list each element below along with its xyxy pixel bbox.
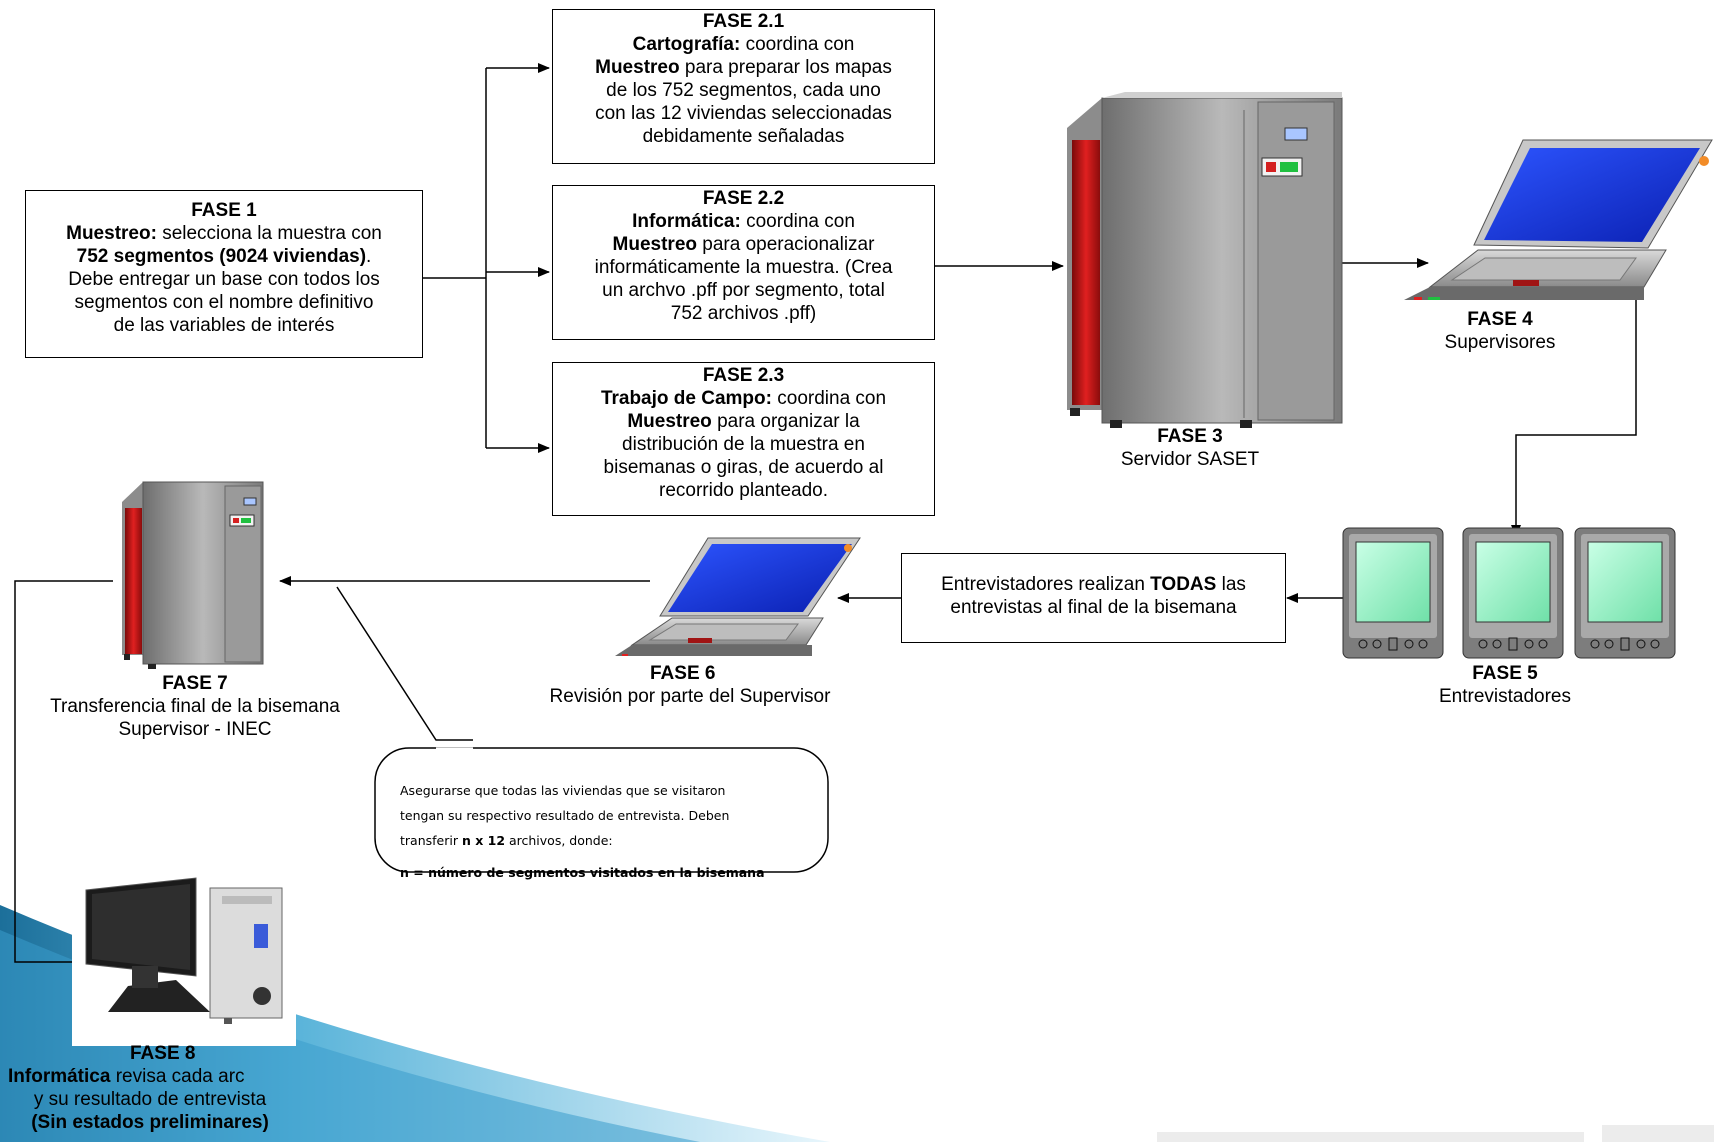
fase21-title: FASE 2.1 — [702, 11, 785, 32]
entrevistas-box: Entrevistadores realizan TODAS las entre… — [901, 553, 1286, 643]
fase7-caption: FASE 7 Transferencia final de la biseman… — [15, 672, 375, 741]
fase1-title: FASE 1 — [191, 200, 257, 221]
fase3-title: FASE 3 — [1157, 426, 1223, 447]
entrevistas-l2: entrevistas al final de la bisemana — [950, 597, 1237, 618]
fase1-l1: selecciona la muestra con — [156, 223, 382, 244]
fase1-l3: Debe entregar un base con todos los — [68, 269, 380, 290]
laptop-revision-icon — [615, 537, 861, 656]
callout-l1: Asegurarse que todas las viviendas que s… — [400, 783, 726, 798]
fase8-title: FASE 8 — [130, 1043, 196, 1064]
decorative-swoosh — [0, 905, 830, 1142]
fase22-l5: 752 archivos .pff) — [670, 303, 817, 324]
fase1-l4: segmentos con el nombre definitivo — [74, 292, 374, 313]
fase21-l2: para preparar los mapas — [679, 57, 892, 78]
footer-bar-right — [1602, 1125, 1714, 1142]
fase5-sub: Entrevistadores — [1438, 686, 1571, 707]
fase5-title: FASE 5 — [1472, 663, 1538, 684]
fase23-l5: recorrido planteado. — [659, 480, 828, 501]
fase4-title: FASE 4 — [1467, 309, 1533, 330]
fase22-l2-bold: Muestreo — [612, 234, 697, 255]
fase22-title: FASE 2.2 — [702, 188, 785, 209]
fase21-l1: coordina con — [740, 34, 855, 55]
callout-bubble — [374, 747, 829, 873]
fase7-l1: Transferencia final de la bisemana — [50, 696, 340, 717]
footer-bar-left — [1157, 1132, 1584, 1142]
fase23-title: FASE 2.3 — [702, 365, 785, 386]
fase1-l2-bold: 752 segmentos (9024 viviendas) — [76, 246, 367, 267]
fase22-l1-bold: Informática: — [632, 211, 741, 232]
fase8-l1-bold: Informática — [8, 1066, 111, 1087]
fase21-l1-bold: Cartografía: — [632, 34, 741, 55]
callout-l3b: n x 12 — [461, 833, 506, 848]
connectors — [14, 63, 1637, 963]
fase8-l1: revisa cada arc — [110, 1066, 245, 1087]
entrevistas-l1-end: las — [1216, 574, 1246, 595]
fase23-box: FASE 2.3 Trabajo de Campo: coordina con … — [552, 362, 935, 516]
fase22-box: FASE 2.2 Informática: coordina con Muest… — [552, 185, 935, 340]
fase4-caption: FASE 4 Supervisores — [1400, 308, 1600, 354]
entrevistas-l1-bold: TODAS — [1150, 574, 1217, 595]
fase1-l1-bold: Muestreo: — [66, 223, 157, 244]
fase1-box: FASE 1 Muestreo: selecciona la muestra c… — [25, 190, 423, 358]
fase8-l3-bold: (Sin estados preliminares) — [31, 1112, 269, 1133]
server-saset-icon — [1067, 92, 1343, 428]
fase7-title: FASE 7 — [162, 673, 228, 694]
fase23-l4: bisemanas o giras, de acuerdo al — [603, 457, 884, 478]
fase6-title: FASE 6 — [650, 663, 716, 684]
fase21-l2-bold: Muestreo — [595, 57, 680, 78]
fase21-l5: debidamente señaladas — [642, 126, 845, 147]
fase22-l3: informáticamente la muestra. (Crea — [594, 257, 893, 278]
fase3-caption: FASE 3 Servidor SASET — [1090, 425, 1290, 471]
callout-l3c: archivos, donde: — [505, 833, 613, 848]
fase21-l3: de los 752 segmentos, cada uno — [606, 80, 881, 101]
fase3-sub: Servidor SASET — [1120, 449, 1260, 470]
entrevistas-l1: Entrevistadores realizan — [941, 574, 1151, 595]
fase23-l1-bold: Trabajo de Campo: — [600, 388, 772, 409]
laptop-supervisores-icon — [1404, 139, 1713, 300]
fase22-l2: para operacionalizar — [697, 234, 875, 255]
fase1-l5: de las variables de interés — [113, 315, 335, 336]
fase23-l3: distribución de la muestra en — [622, 434, 865, 455]
fase23-l2: para organizar la — [711, 411, 860, 432]
fase22-l1: coordina con — [740, 211, 855, 232]
fase7-l2: Supervisor - INEC — [118, 719, 272, 740]
fase4-sub: Supervisores — [1444, 332, 1556, 353]
fase23-l1: coordina con — [771, 388, 887, 409]
fase23-l2-bold: Muestreo — [627, 411, 712, 432]
fase8-caption: FASE 8 Informática revisa cada arc y su … — [2, 1042, 298, 1134]
fase22-l4: un archvo .pff por segmento, total — [602, 280, 885, 301]
fase6-caption: FASE 6 Revisión por parte del Supervisor — [510, 662, 870, 708]
fase21-l4: con las 12 viviendas seleccionadas — [595, 103, 892, 124]
fase6-sub: Revisión por parte del Supervisor — [549, 686, 831, 707]
callout-l4: n = número de segmentos visitados en la … — [400, 865, 765, 880]
callout-l2: tengan su respectivo resultado de entrev… — [400, 808, 730, 823]
fase1-l2: . — [366, 246, 372, 267]
handheld-devices-icon — [1342, 527, 1676, 659]
callout-text: Asegurarse que todas las viviendas que s… — [400, 778, 810, 885]
fase5-caption: FASE 5 Entrevistadores — [1405, 662, 1605, 708]
fase8-l2: y su resultado de entrevista — [33, 1089, 267, 1110]
callout-l3a: transferir — [400, 833, 462, 848]
desktop-computer-icon — [72, 860, 296, 1046]
server-inec-icon — [122, 481, 264, 669]
fase21-box: FASE 2.1 Cartografía: coordina con Muest… — [552, 9, 935, 164]
